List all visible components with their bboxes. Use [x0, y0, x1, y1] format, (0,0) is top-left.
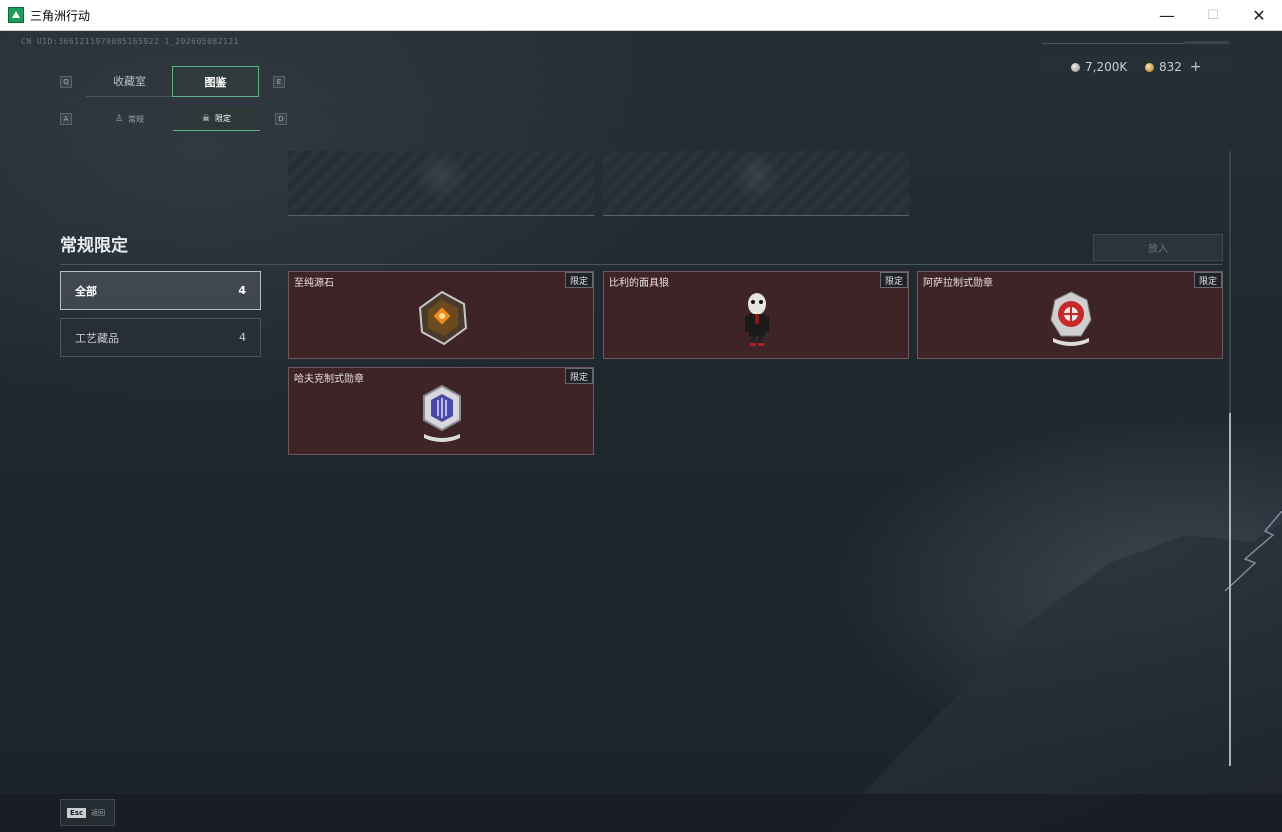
key-hint-e: E: [273, 76, 285, 88]
filter-all[interactable]: 全部 4: [60, 271, 261, 310]
filter-label: 工艺藏品: [75, 331, 119, 345]
gold-coin-icon: [1145, 62, 1154, 72]
back-label: 返回: [91, 808, 106, 817]
item-name: 至纯源石: [294, 278, 334, 289]
app-logo-icon: [8, 7, 24, 23]
silver-amount: 7,200K: [1085, 60, 1128, 74]
add-currency-button[interactable]: +: [1189, 59, 1202, 75]
window-title: 三角洲行动: [30, 8, 91, 23]
tab-limited-label: 限定: [215, 114, 232, 123]
limited-badge: 限定: [564, 368, 593, 384]
item-card[interactable]: 阿萨拉制式勋章 限定: [917, 271, 1223, 359]
tab-regular-label: 常规: [128, 114, 145, 124]
header-accent: [1185, 41, 1229, 44]
silver-medal-icon: [423, 384, 461, 442]
filter-craft-collectibles[interactable]: 工艺藏品 4: [60, 318, 261, 357]
section-title: 常规限定: [60, 236, 128, 256]
puppet-icon: [745, 293, 769, 346]
close-button[interactable]: ✕: [1252, 6, 1266, 25]
currency-bar: [1042, 55, 1230, 77]
player-uid: CN UID:3661211979085165922 1_20260508212…: [21, 37, 239, 46]
filter-count: 4: [238, 284, 246, 297]
key-hint-q: Q: [60, 76, 72, 88]
key-hint-d: D: [275, 113, 287, 125]
tab-limited[interactable]: ☠ 限定: [173, 107, 260, 131]
minimize-button[interactable]: —: [1159, 6, 1175, 25]
key-hint-a: A: [60, 113, 72, 125]
esc-key-icon: Esc: [67, 807, 87, 818]
item-card[interactable]: 哈夫克制式勋章 限定: [288, 367, 594, 455]
section-divider: [60, 264, 1222, 265]
bottom-bar: [0, 794, 1282, 832]
item-name: 阿萨拉制式勋章: [923, 278, 993, 289]
window-controls: — ☐ ✕: [1144, 0, 1282, 31]
maximize-button[interactable]: ☐: [1207, 8, 1219, 23]
limited-badge: 限定: [1193, 272, 1222, 288]
header-divider: [1042, 43, 1230, 44]
silver-currency: 7,200K: [1071, 57, 1127, 77]
tab-codex[interactable]: 图鉴: [172, 66, 259, 97]
put-in-button[interactable]: 放入: [1093, 234, 1223, 261]
limited-badge: 限定: [564, 272, 593, 288]
lightning-decoration: [1224, 511, 1282, 591]
item-card[interactable]: 至纯源石 限定: [288, 271, 594, 359]
locked-slot-card[interactable]: [288, 151, 594, 216]
game-viewport: CN UID:3661211979085165922 1_20260508212…: [0, 31, 1282, 832]
scrollbar-thumb[interactable]: [1229, 413, 1231, 766]
back-button[interactable]: Esc 返回: [60, 799, 115, 826]
item-name: 比利的面具狼: [609, 278, 669, 289]
window-titlebar: 三角洲行动 — ☐ ✕: [0, 0, 1282, 31]
mask-icon: ☠: [201, 113, 211, 124]
item-card[interactable]: 比利的面具狼 限定: [603, 271, 909, 359]
filter-label: 全部: [75, 284, 97, 298]
tab-collection-room[interactable]: 收藏室: [86, 66, 173, 97]
locked-emblem-icon: [728, 151, 784, 201]
red-medal-icon: [1050, 291, 1092, 346]
filter-count: 4: [239, 331, 246, 344]
locked-emblem-icon: [413, 151, 469, 201]
silver-coin-icon: [1071, 62, 1080, 72]
lock-icon: ♙: [114, 114, 124, 124]
gold-currency: 832 +: [1145, 57, 1202, 77]
tab-regular[interactable]: ♙ 常规: [86, 107, 173, 131]
item-name: 哈夫克制式勋章: [294, 374, 364, 385]
limited-badge: 限定: [879, 272, 908, 288]
locked-slot-card[interactable]: [603, 151, 909, 216]
gold-amount: 832: [1159, 60, 1182, 74]
crystal-icon: [418, 290, 468, 346]
